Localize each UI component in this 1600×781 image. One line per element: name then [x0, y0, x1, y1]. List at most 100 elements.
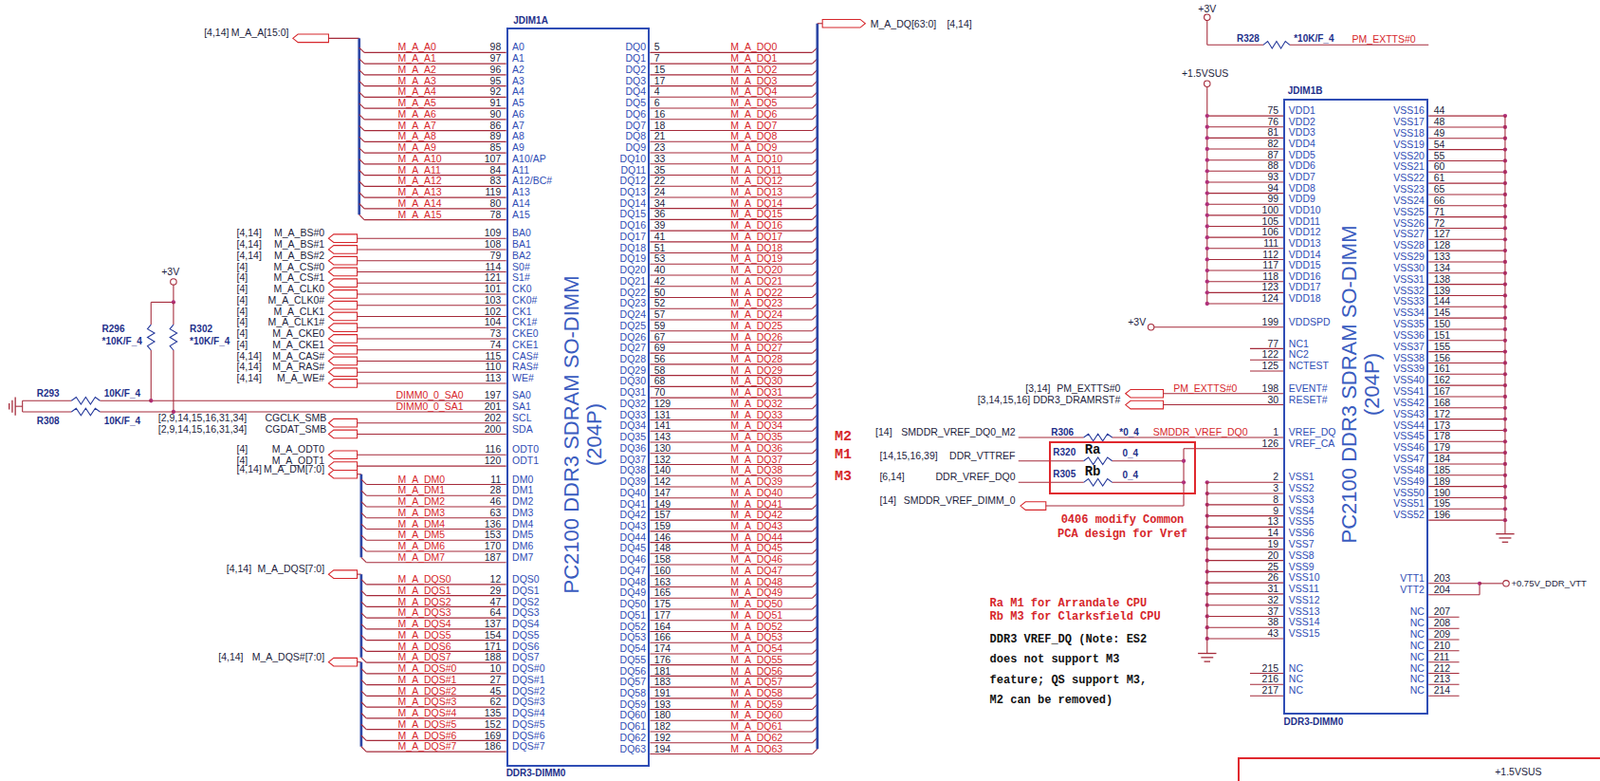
wire	[1207, 493, 1285, 495]
pin-name: DQ39	[620, 475, 646, 487]
pin-number: 30	[1267, 393, 1279, 405]
signal-ref: M_A_BS#0	[274, 226, 325, 239]
power-rail-label: +0.75V_DDR_VTT	[1510, 577, 1586, 589]
pin-name: CK1	[512, 305, 532, 317]
pin-number: 66	[1434, 194, 1446, 206]
pin-name: DQ25	[620, 319, 646, 332]
wire	[359, 70, 365, 75]
net-label: M_A_DQ47	[730, 564, 783, 576]
junction-dot	[1205, 268, 1210, 273]
pin-name: EVENT#	[1288, 382, 1328, 394]
pin-name: VDD8	[1288, 182, 1316, 194]
pin-name: VSS28	[1393, 239, 1425, 251]
pin-name: VSS23	[1393, 183, 1425, 195]
pin-number: 76	[1267, 115, 1279, 128]
net-label: M_A_DQS2	[398, 595, 452, 607]
wire	[357, 360, 507, 362]
wire	[361, 512, 367, 517]
pin-number: 214	[1434, 683, 1452, 696]
pin-name: DQ59	[620, 698, 646, 710]
pin-number: 182	[654, 719, 672, 732]
wire	[359, 103, 365, 109]
offpage-connector	[1125, 388, 1164, 398]
pin-name: A15	[512, 208, 531, 221]
ref-designator: R305	[1052, 468, 1076, 479]
offpage-connector	[328, 234, 357, 243]
pin-number: 212	[1434, 662, 1452, 674]
net-label: M_A_DQ42	[730, 508, 783, 520]
ref-designator: R293	[36, 387, 60, 399]
net-label: M_A_DQS5	[398, 628, 452, 641]
component-value: 10K/F_4	[104, 387, 141, 399]
wire	[99, 400, 151, 402]
design-note: 0406 modify Common PCA design for Vref	[1050, 513, 1194, 542]
wire	[361, 645, 367, 651]
pin-number: 188	[484, 650, 502, 663]
pin-name: VDD15	[1288, 258, 1322, 271]
pin-name: VDD18	[1288, 292, 1322, 304]
pin-number: 166	[654, 630, 672, 643]
wire	[150, 301, 152, 325]
pin-number: 110	[485, 360, 502, 372]
pin-name: DQ51	[620, 608, 646, 621]
pin-name: A6	[512, 108, 525, 120]
power-pin	[1503, 580, 1509, 587]
net-label: M_A_DQS6	[398, 640, 452, 652]
net-label: M_A_DQ58	[730, 686, 783, 699]
signal-ref: M_A_CS#1	[273, 271, 325, 283]
pin-number: 73	[490, 327, 502, 339]
ref-designator: R306	[1050, 426, 1074, 438]
pin-name: VSS6	[1288, 526, 1315, 538]
pin-number: 88	[1267, 159, 1279, 171]
pin-name: DQ11	[620, 164, 646, 176]
pin-number: 12	[490, 572, 502, 585]
pin-name: VSS45	[1393, 429, 1425, 442]
junction-dot	[1205, 168, 1210, 173]
pin-number: 144	[1434, 294, 1452, 307]
pin-number: 55	[1434, 149, 1446, 162]
pin-name: DQ34	[620, 419, 646, 431]
pin-number: 44	[1434, 104, 1446, 116]
pin-name: A4	[512, 85, 525, 97]
net-label: M_A_DQ17	[730, 230, 783, 242]
pin-number: 37	[1267, 605, 1279, 617]
pin-number: 93	[1267, 170, 1279, 183]
pin-number: 139	[1434, 284, 1452, 296]
wire	[361, 690, 367, 696]
pin-name: S1#	[512, 271, 531, 283]
junction-dot	[1205, 147, 1210, 151]
signal-ref: +3V	[1197, 2, 1216, 15]
net-label: M_A_DQ56	[730, 664, 783, 677]
pin-number: 109	[484, 226, 502, 239]
wire	[361, 679, 367, 684]
pin-number: 169	[484, 729, 502, 741]
pin-name: A11	[512, 164, 530, 176]
part-reference: DDR3-DIMM0	[506, 767, 567, 778]
pin-number: 126	[1262, 437, 1280, 449]
pin-name: DQ3	[625, 74, 646, 87]
pin-number: 102	[484, 305, 502, 317]
net-label: M_A_DQ49	[730, 586, 783, 598]
offpage-connector	[328, 323, 357, 332]
pin-number: 122	[1262, 348, 1280, 360]
pin-name: VSS52	[1393, 508, 1425, 520]
pin-number: 180	[654, 708, 672, 720]
signal-ref: M_A_CS#0	[273, 260, 325, 273]
pin-number: 185	[1434, 463, 1452, 476]
net-label: M_A_A8	[398, 129, 437, 142]
pin-name: DQ35	[620, 430, 646, 442]
pin-name: VSS7	[1288, 537, 1315, 550]
pin-number: 116	[485, 442, 502, 455]
pin-number: 51	[654, 241, 666, 254]
net-label: M_A_A12	[398, 174, 442, 186]
pin-number: 200	[484, 422, 502, 435]
pin-name: A8	[512, 129, 525, 142]
pin-number: 189	[1434, 475, 1452, 487]
offpage-connector	[328, 469, 357, 479]
net-label: M_A_DQ6	[730, 108, 777, 120]
pin-number: 199	[1262, 315, 1280, 328]
pin-name: DQ52	[620, 620, 646, 632]
signal-ref: [4,14]	[203, 26, 229, 38]
part-reference: DDR3-DIMM0	[1283, 716, 1343, 727]
pin-name: DQS3	[512, 606, 540, 618]
